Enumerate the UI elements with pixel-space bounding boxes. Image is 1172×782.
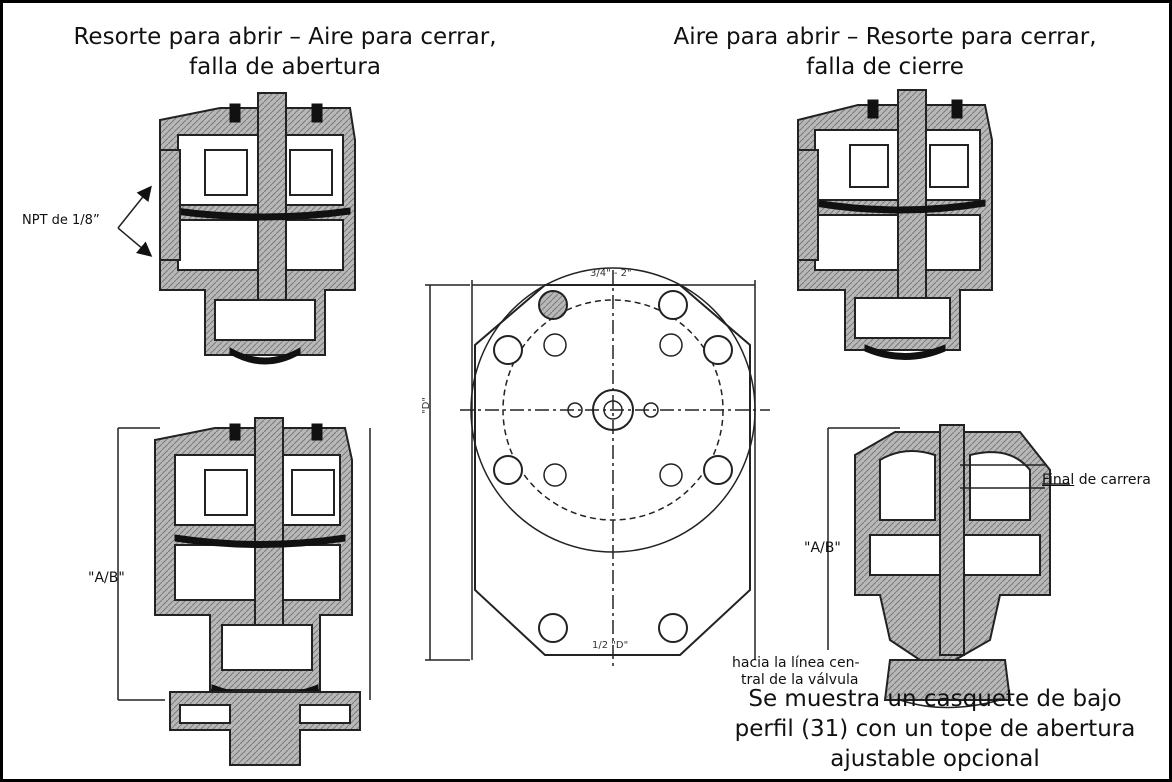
- ab-label-right: "A/B": [804, 540, 841, 556]
- npt-arrows: [117, 185, 153, 257]
- npt-label: NPT de 1/8”: [22, 213, 100, 228]
- caption-line-2: perfil (31) con un tope de abertura: [734, 716, 1136, 742]
- title-left-line-2: falla de abertura: [189, 54, 381, 80]
- caption: Se muestra un casquete de bajo perfil (3…: [700, 684, 1170, 774]
- end-of-travel-label-rest: de carrera: [1074, 472, 1151, 488]
- dimension-top: 3/4" - 2": [590, 268, 632, 279]
- centerline-label-line-1: hacia la línea cen-: [732, 655, 860, 671]
- actuator-top-right: [797, 89, 993, 360]
- title-right-line-1: Aire para abrir – Resorte para cerrar,: [673, 24, 1097, 50]
- actuator-top-left: [159, 92, 356, 365]
- centerline-label-line-2: tral de la válvula: [741, 672, 859, 688]
- title-right: Aire para abrir – Resorte para cerrar, f…: [640, 22, 1130, 82]
- centerline-label: hacia la línea cen- tral de la válvula: [732, 655, 860, 689]
- caption-line-3: ajustable opcional: [830, 746, 1040, 772]
- end-of-travel-label: Final de carrera: [1042, 472, 1151, 488]
- title-left-line-1: Resorte para abrir – Aire para cerrar,: [73, 24, 497, 50]
- title-left: Resorte para abrir – Aire para cerrar, f…: [50, 22, 520, 82]
- caption-line-1: Se muestra un casquete de bajo: [748, 686, 1122, 712]
- low-profile-bonnet: [854, 424, 1070, 709]
- ab-dimension-right: [827, 427, 900, 650]
- dimension-bottom: 1/2 "D": [592, 640, 629, 651]
- actuator-bottom-left: [154, 417, 361, 766]
- ab-label-left: "A/B": [88, 570, 125, 586]
- ab-dimension-left: [117, 427, 371, 701]
- end-of-travel-label-underlined: Final: [1042, 472, 1075, 488]
- title-right-line-2: falla de cierre: [806, 54, 964, 80]
- actuator-top-view: [425, 267, 770, 670]
- dimension-side: "D": [420, 397, 432, 414]
